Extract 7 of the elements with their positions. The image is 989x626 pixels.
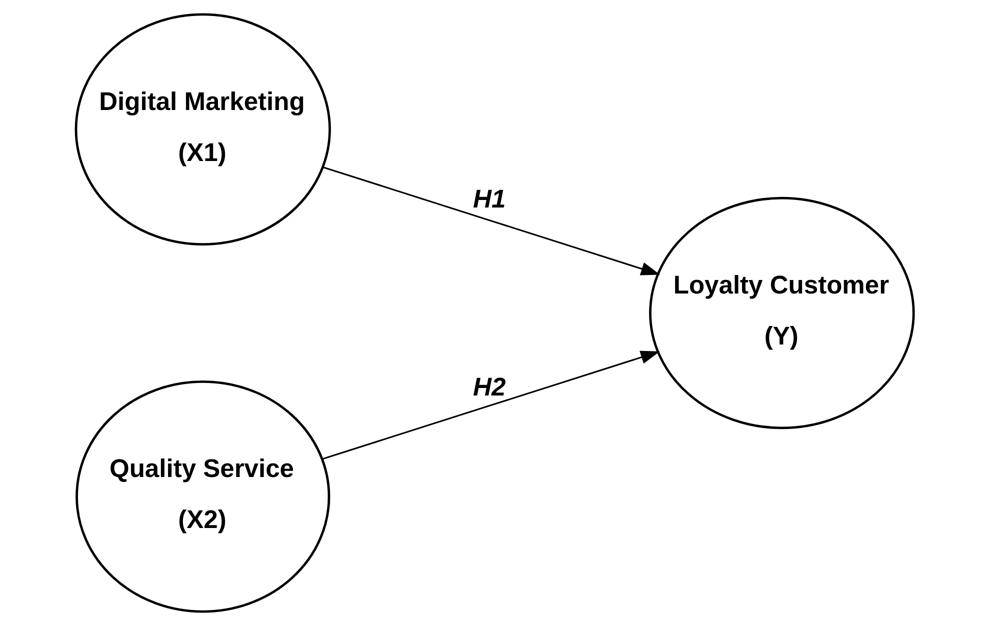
node-circle: Quality Service (X2) [75, 380, 330, 613]
arrow [322, 166, 660, 276]
arrow [322, 350, 660, 460]
edge-label: H1 [472, 185, 506, 214]
edge-label: H2 [472, 374, 506, 402]
node-circle: Digital Marketing (X1) [74, 13, 330, 246]
node-ellipse: Loyalty Customer (Y) [648, 196, 914, 430]
